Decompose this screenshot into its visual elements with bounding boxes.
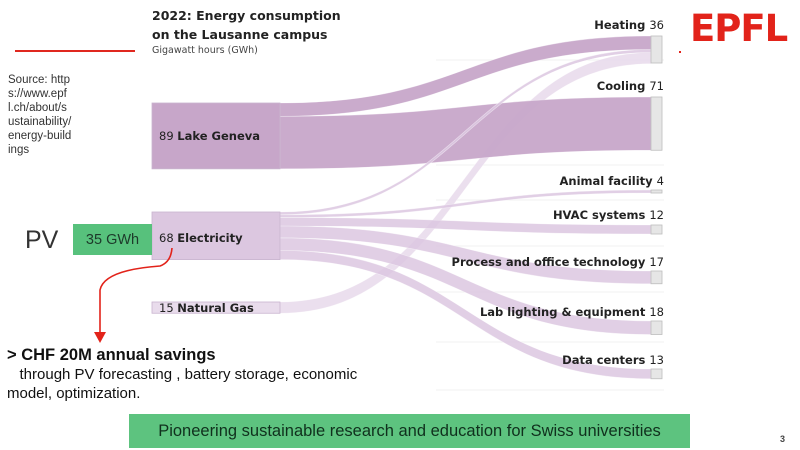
destination-node-process-and-office-technology xyxy=(650,270,663,285)
source-value: 15 xyxy=(159,301,174,315)
pv-label: PV xyxy=(25,226,59,254)
source-value: 89 xyxy=(159,129,174,143)
savings-arrow xyxy=(99,247,173,334)
destination-label-process-and-office-technology: Process and office technology 17 xyxy=(452,255,664,269)
destination-value: 12 xyxy=(649,208,664,222)
destination-value: 13 xyxy=(649,353,664,367)
source-node-lake-geneva xyxy=(151,102,281,170)
destination-label-lab-lighting-equipment: Lab lighting & equipment 18 xyxy=(480,305,664,319)
destination-name: Animal facility xyxy=(559,174,653,188)
destination-label-data-centers: Data centers 13 xyxy=(562,353,664,367)
destination-name: Lab lighting & equipment xyxy=(479,305,646,319)
source-label-electricity: 68 Electricity xyxy=(159,231,243,245)
pv-box: 35 GWh xyxy=(73,224,152,255)
savings-arrow-head xyxy=(94,332,106,343)
destination-value: 36 xyxy=(649,18,664,32)
chart-subtitle: Gigawatt hours (GWh) xyxy=(152,45,258,56)
epfl-logo: EPFL xyxy=(690,7,788,50)
destination-name: Data centers xyxy=(562,353,646,367)
savings-detail: through PV forecasting , battery storage… xyxy=(7,366,358,402)
source-label-lake-geneva: 89 Lake Geneva xyxy=(159,129,260,143)
source-value: 68 xyxy=(159,231,174,245)
source-label-natural-gas: 15 Natural Gas xyxy=(159,301,254,315)
source-name: Lake Geneva xyxy=(177,129,261,143)
destination-value: 18 xyxy=(649,305,664,319)
footer-banner: Pioneering sustainable research and educ… xyxy=(129,414,690,448)
destination-label-hvac-systems: HVAC systems 12 xyxy=(553,208,664,222)
page-number: 3 xyxy=(780,434,786,444)
pv-box-value: 35 GWh xyxy=(85,231,140,248)
source-note: Source: https://www.epfl.ch/about/sustai… xyxy=(8,74,72,156)
accent-line xyxy=(15,50,135,52)
accent-dot xyxy=(679,51,681,53)
chart-title: 2022: Energy consumption on the Lausanne… xyxy=(152,6,341,44)
destination-label-animal-facility: Animal facility 4 xyxy=(560,174,664,188)
destination-node-cooling xyxy=(650,96,663,151)
destination-value: 17 xyxy=(649,255,664,269)
destination-name: Cooling xyxy=(596,79,646,93)
source-node-natural-gas xyxy=(151,301,281,314)
destination-value: 71 xyxy=(649,79,664,93)
destination-name: Process and office technology xyxy=(451,255,646,269)
source-name: Natural Gas xyxy=(177,301,254,315)
destination-label-cooling: Cooling 71 xyxy=(597,79,664,93)
chart-title-line-1: 2022: Energy consumption xyxy=(152,8,341,23)
destination-value: 4 xyxy=(656,174,664,188)
destination-node-lab-lighting-equipment xyxy=(650,320,663,335)
savings-headline: > CHF 20M annual savings xyxy=(7,346,216,364)
destination-name: Heating xyxy=(594,18,646,32)
destination-node-animal-facility xyxy=(650,189,663,194)
destination-label-heating: Heating 36 xyxy=(594,18,664,32)
savings-text: > CHF 20M annual savings through PV fore… xyxy=(7,346,392,403)
destination-node-data-centers xyxy=(650,368,663,380)
destination-name: HVAC systems xyxy=(552,208,646,222)
chart-title-line-2: on the Lausanne campus xyxy=(152,27,328,42)
destination-node-hvac-systems xyxy=(650,224,663,235)
destination-node-heating xyxy=(650,35,663,64)
source-node-electricity xyxy=(151,211,281,260)
source-name: Electricity xyxy=(177,231,243,245)
